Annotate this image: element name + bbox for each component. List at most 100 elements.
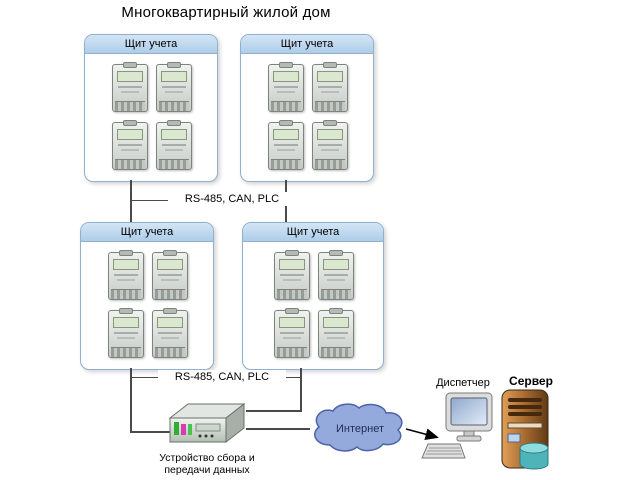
connector-line (246, 410, 302, 412)
meter-label-line (114, 332, 138, 334)
meter-terminals (155, 289, 185, 299)
connector-line (300, 368, 302, 412)
meter-label-line (318, 144, 342, 146)
meter-display (161, 129, 187, 140)
meter-terminals (277, 347, 307, 357)
electric-meter (268, 62, 304, 112)
meter-display (317, 71, 343, 82)
meter-terminals (271, 159, 301, 169)
connector-line (130, 368, 132, 432)
meter-mount-tab (323, 120, 337, 126)
meter-mount-tab (123, 62, 137, 68)
meter-label-line (280, 274, 304, 276)
meter-display (113, 259, 139, 270)
meter-mount-tab (119, 250, 133, 256)
diagram-title: Многоквартирный жилой дом (121, 4, 331, 21)
electric-meter (112, 120, 148, 170)
meter-label-line (324, 274, 348, 276)
meter-mount-tab (329, 308, 343, 314)
meter-label-line (327, 279, 345, 281)
meter-label-line (324, 332, 348, 334)
meter-label-line (283, 337, 301, 339)
meter-terminals (115, 101, 145, 111)
meter-mount-tab (279, 120, 293, 126)
meter-label-line (118, 86, 142, 88)
panel-header: Щит учета (81, 223, 213, 242)
electric-meter (152, 250, 188, 300)
meter-display (113, 317, 139, 328)
meter-mount-tab (163, 250, 177, 256)
meter-terminals (115, 159, 145, 169)
connector-line (246, 428, 310, 430)
metering-panel-1: Щит учета (84, 34, 218, 182)
meter-display (279, 317, 305, 328)
metering-panel-4: Щит учета (242, 222, 384, 370)
meter-label-line (161, 337, 179, 339)
meter-label-line (158, 332, 182, 334)
device-label-line2: передачи данных (164, 464, 250, 476)
meter-mount-tab (123, 120, 137, 126)
meter-label-line (280, 332, 304, 334)
electric-meter (156, 62, 192, 112)
electric-meter (112, 62, 148, 112)
meter-grid (85, 54, 217, 170)
device-label: Устройство сбора и передачи данных (142, 452, 272, 476)
server-icon (501, 389, 549, 470)
meter-mount-tab (163, 308, 177, 314)
meter-display (273, 129, 299, 140)
meter-mount-tab (167, 62, 181, 68)
device-label-line1: Устройство сбора и (159, 452, 255, 464)
keyboard-icon (421, 443, 466, 459)
internet-label: Интернет (336, 423, 384, 435)
electric-meter (312, 120, 348, 170)
meter-terminals (159, 159, 189, 169)
metering-panel-2: Щит учета (240, 34, 374, 182)
electric-meter (152, 308, 188, 358)
dispatcher-label: Диспетчер (436, 377, 490, 389)
meter-terminals (315, 159, 345, 169)
meter-mount-tab (285, 250, 299, 256)
meter-terminals (321, 347, 351, 357)
meter-label-line (277, 149, 295, 151)
bus-label-top: RS-485, CAN, PLC (168, 192, 296, 206)
meter-terminals (315, 101, 345, 111)
meter-mount-tab (323, 62, 337, 68)
meter-display (323, 317, 349, 328)
meter-display (161, 71, 187, 82)
meter-label-line (327, 337, 345, 339)
meter-display (273, 71, 299, 82)
meter-mount-tab (119, 308, 133, 314)
meter-grid (241, 54, 373, 170)
meter-label-line (321, 149, 339, 151)
server-label: Сервер (509, 374, 553, 388)
meter-label-line (283, 279, 301, 281)
data-collection-device-icon (168, 402, 246, 444)
meter-display (323, 259, 349, 270)
electric-meter (274, 250, 310, 300)
meter-terminals (277, 289, 307, 299)
meter-display (317, 129, 343, 140)
meter-terminals (111, 289, 141, 299)
meter-label-line (162, 144, 186, 146)
meter-display (117, 129, 143, 140)
meter-label-line (318, 86, 342, 88)
meter-label-line (165, 149, 183, 151)
meter-label-line (114, 274, 138, 276)
meter-grid (81, 242, 213, 358)
meter-terminals (111, 347, 141, 357)
connector-line (130, 431, 172, 433)
meter-label-line (117, 279, 135, 281)
electric-meter (268, 120, 304, 170)
meter-terminals (155, 347, 185, 357)
bus-label-bottom: RS-485, CAN, PLC (158, 370, 286, 384)
meter-label-line (277, 91, 295, 93)
electric-meter (156, 120, 192, 170)
electric-meter (108, 250, 144, 300)
electric-meter (274, 308, 310, 358)
meter-terminals (271, 101, 301, 111)
internet-cloud-icon: Интернет (314, 403, 403, 452)
meter-grid (243, 242, 383, 358)
meter-label-line (121, 149, 139, 151)
meter-label-line (321, 91, 339, 93)
